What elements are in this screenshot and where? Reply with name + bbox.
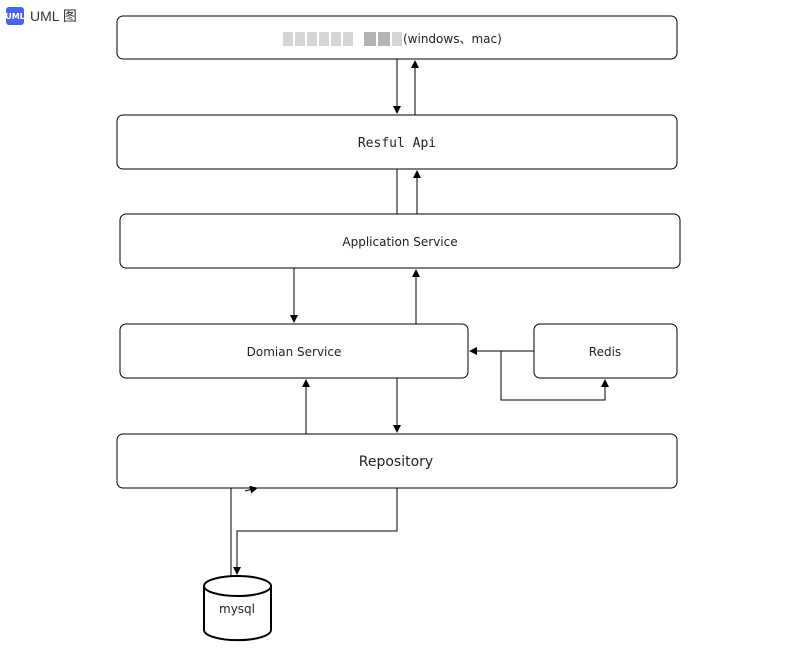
application-service-label: Application Service [342,235,457,249]
client-label: (windows、mac) [403,32,502,46]
arrowhead-mysql-to-repository [244,485,258,494]
application-service-node: Application Service [119,213,681,269]
resful-api-node: Resful Api [116,114,678,170]
arrow-repository-to-mysql [233,488,398,575]
resful-api-label: Resful Api [358,136,436,151]
uml-icon: UML [5,7,25,25]
mysql-database-node: mysql [203,575,272,642]
redis-node: Redis [533,323,678,379]
domain-service-label: Domian Service [247,345,342,359]
badge-label: UML 图 [30,8,77,24]
client-node: (windows、mac) [116,15,678,60]
diagram-type-badge: UML UML 图 [5,6,77,26]
repository-label: Repository [359,454,433,470]
arrow-domain-to-redis [500,351,609,401]
blurred-client-name [283,32,402,46]
mysql-label: mysql [219,602,255,616]
domain-service-node: Domian Service [119,323,469,379]
redis-label: Redis [589,345,621,359]
repository-node: Repository [116,433,678,489]
